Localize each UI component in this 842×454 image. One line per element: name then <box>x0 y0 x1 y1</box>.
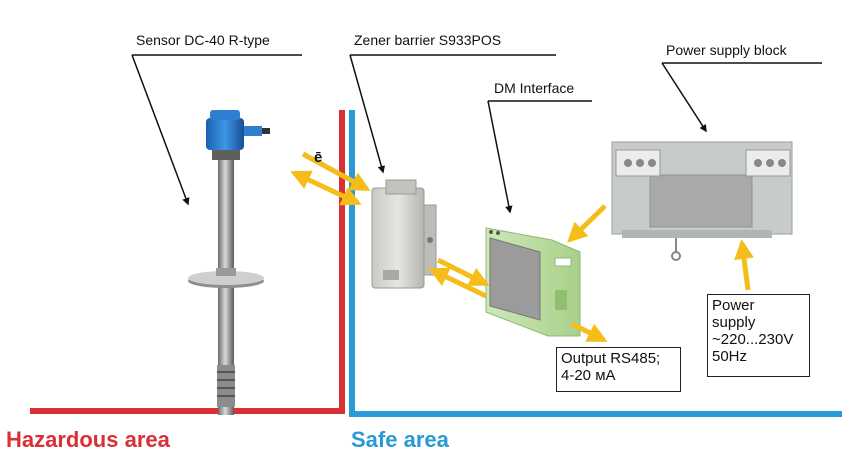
callout-lines <box>131 54 822 214</box>
electron-label: ē <box>314 149 323 166</box>
signal-arrows <box>290 151 754 343</box>
output-line-1: Output RS485; <box>561 350 661 367</box>
power-line-2: supply <box>712 314 756 331</box>
power-line-3: ~220...230V <box>712 331 794 348</box>
dm-interface-device <box>485 227 581 337</box>
safe-area-label: Safe area <box>351 427 449 452</box>
dm-interface-label: DM Interface <box>494 80 575 96</box>
sensor-device <box>188 110 270 415</box>
power-supply-label: Power supply block <box>666 42 787 58</box>
power-supply-device <box>611 141 793 261</box>
power-supply-box: Power supply ~220...230V 50Hz <box>707 294 810 377</box>
safe-area-boundary <box>349 110 842 417</box>
output-line-2: 4-20 мА <box>561 367 616 384</box>
sensor-label: Sensor DC-40 R-type <box>136 32 270 48</box>
hazardous-area-label: Hazardous area <box>6 427 170 452</box>
output-box: Output RS485; 4-20 мА <box>556 347 681 392</box>
power-line-4: 50Hz <box>712 348 748 365</box>
zener-barrier-label: Zener barrier S933POS <box>354 32 502 48</box>
power-line-1: Power <box>712 297 755 314</box>
hazardous-area-boundary <box>30 110 345 414</box>
zener-barrier-device <box>371 179 437 289</box>
